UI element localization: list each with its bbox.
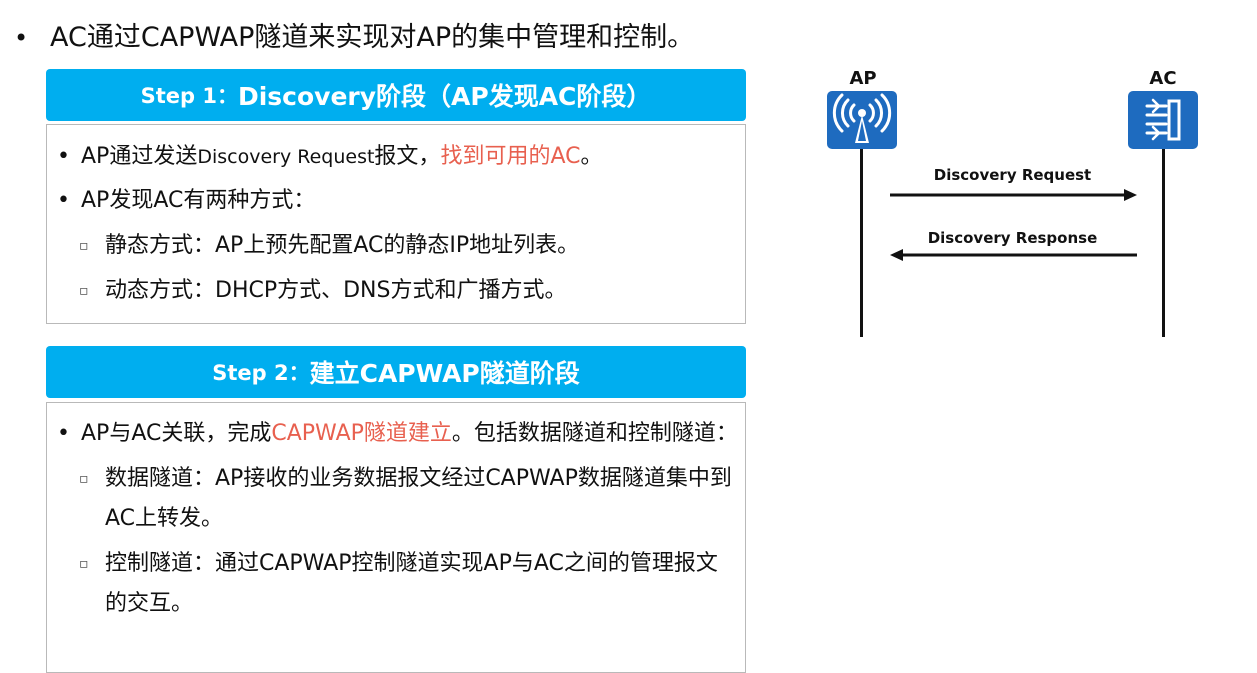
step1-header: Step 1：Discovery阶段（AP发现AC阶段） bbox=[46, 69, 746, 121]
step2-content-box: AP与AC关联，完成CAPWAP隧道建立。包括数据隧道和控制隧道： 数据隧道：A… bbox=[46, 402, 746, 673]
discovery-response-label: Discovery Response bbox=[927, 229, 1098, 247]
step1-sub-dynamic: 动态方式：DHCP方式、DNS方式和广播方式。 bbox=[57, 271, 747, 311]
ap-device-icon bbox=[827, 91, 897, 149]
access-controller-icon bbox=[1145, 98, 1181, 141]
step1-item1-middle: 报文， bbox=[374, 144, 441, 169]
ap-label: AP bbox=[849, 68, 877, 89]
step1-tag: Step 1： bbox=[140, 84, 238, 108]
step1-item1-before: AP通过发送 bbox=[81, 144, 198, 169]
step1-item-two-ways: AP发现AC有两种方式： bbox=[57, 181, 747, 221]
discovery-request-label: Discovery Request bbox=[933, 166, 1092, 184]
step2-item-association: AP与AC关联，完成CAPWAP隧道建立。包括数据隧道和控制隧道： bbox=[57, 414, 739, 454]
step2-item1-after: 。包括数据隧道和控制隧道： bbox=[451, 421, 738, 446]
step1-item-discovery-request: AP通过发送Discovery Request报文，找到可用的AC。 bbox=[57, 137, 747, 177]
step2-header: Step 2：建立CAPWAP隧道阶段 bbox=[46, 346, 746, 398]
step2-item1-highlight: CAPWAP隧道建立 bbox=[271, 421, 452, 446]
step1-item1-en: Discovery Request bbox=[197, 146, 375, 168]
headline-text: AC通过CAPWAP隧道来实现对AP的集中管理和控制。 bbox=[50, 22, 695, 53]
step2-sub-data-tunnel: 数据隧道：AP接收的业务数据报文经过CAPWAP数据隧道集中到AC上转发。 bbox=[57, 459, 739, 539]
step1-content-box: AP通过发送Discovery Request报文，找到可用的AC。 AP发现A… bbox=[46, 124, 746, 324]
headline-bullet: • bbox=[14, 24, 29, 52]
step1-item1-after: 。 bbox=[580, 144, 603, 169]
step1-sub-static: 静态方式：AP上预先配置AC的静态IP地址列表。 bbox=[57, 226, 747, 266]
ac-device-icon bbox=[1128, 91, 1198, 149]
step1-item1-highlight: 找到可用的AC bbox=[440, 144, 581, 169]
ap-lifeline bbox=[860, 149, 863, 337]
wireless-ap-icon bbox=[832, 93, 892, 143]
step2-sub-control-tunnel: 控制隧道：通过CAPWAP控制隧道实现AP与AC之间的管理报文的交互。 bbox=[57, 544, 739, 624]
step2-title: 建立CAPWAP隧道阶段 bbox=[309, 359, 580, 388]
ac-label: AC bbox=[1149, 68, 1177, 89]
discovery-response-arrow bbox=[890, 249, 1137, 261]
step2-tag: Step 2： bbox=[212, 361, 310, 385]
step2-item1-before: AP与AC关联，完成 bbox=[81, 421, 272, 446]
ac-lifeline bbox=[1162, 149, 1165, 337]
slide-headline: • AC通过CAPWAP隧道来实现对AP的集中管理和控制。 bbox=[14, 18, 694, 58]
discovery-request-arrow bbox=[890, 189, 1137, 201]
step1-title: Discovery阶段（AP发现AC阶段） bbox=[237, 82, 652, 111]
